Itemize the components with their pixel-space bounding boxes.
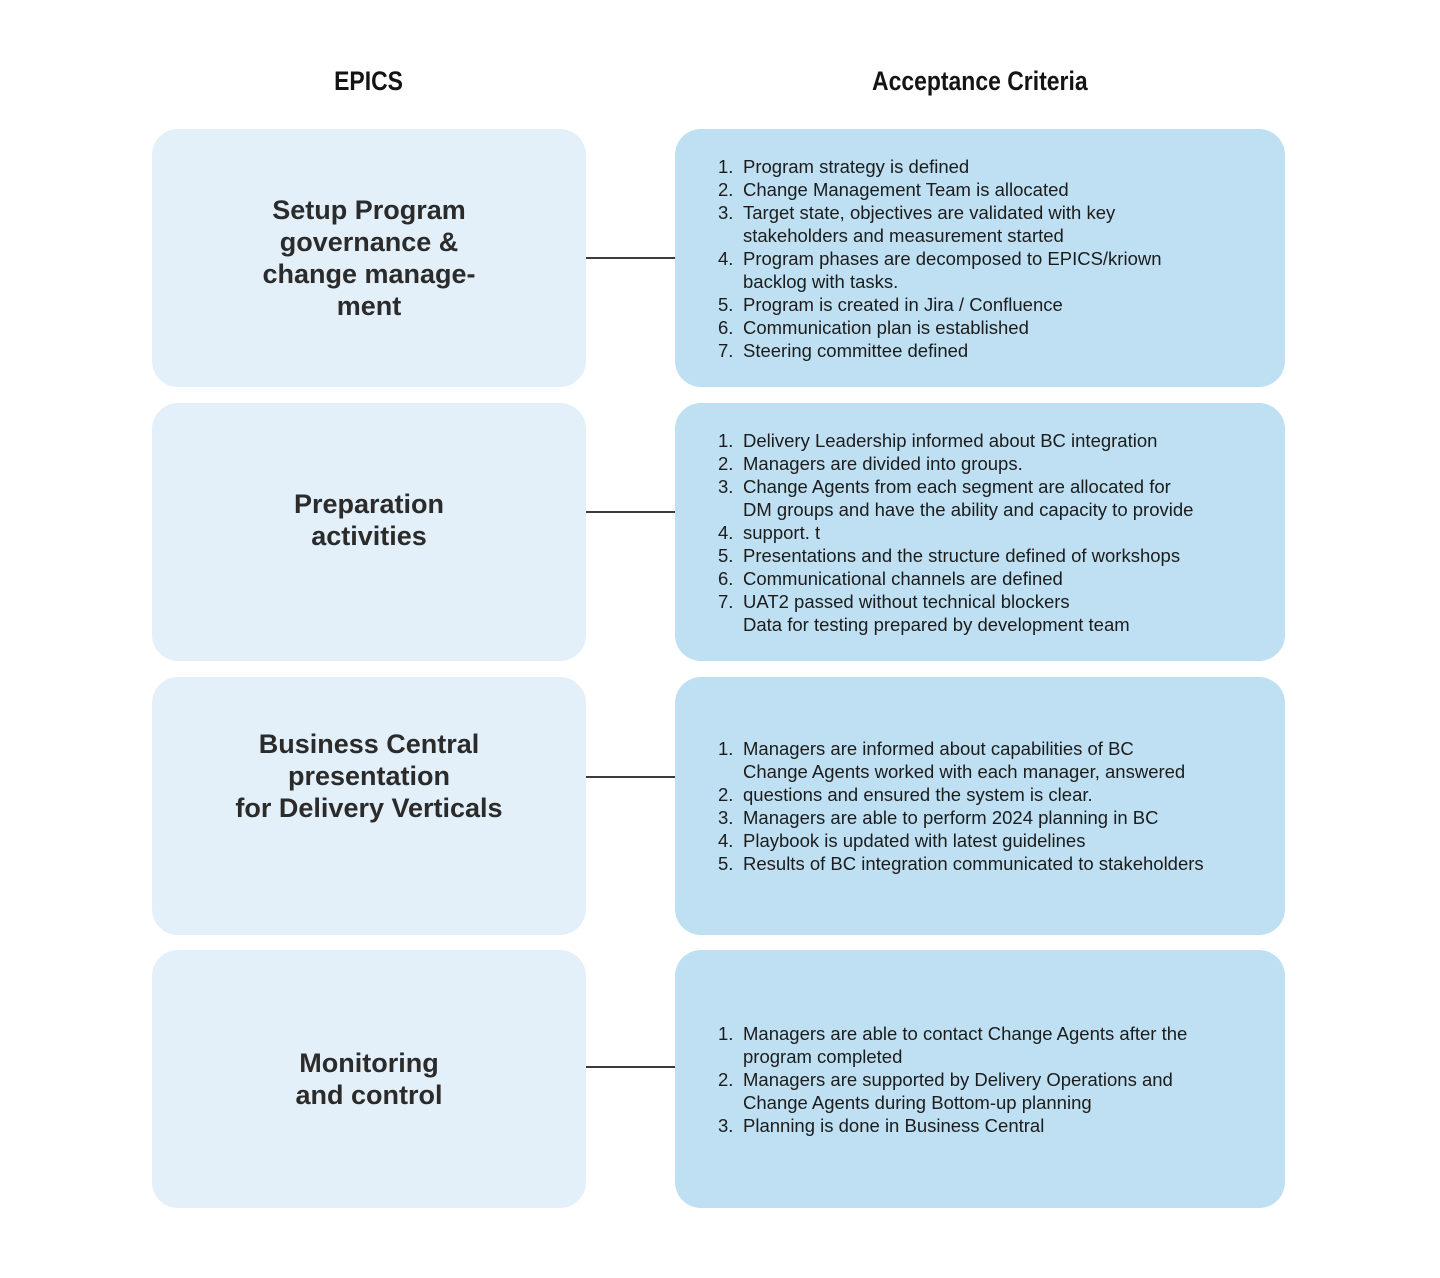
criteria-item-number: 6. [718, 567, 734, 589]
criteria-item-number: 1. [718, 155, 734, 177]
criteria-item-text: Target state, objectives are validated w… [743, 201, 1116, 246]
criteria-item-number: 2. [718, 1068, 734, 1090]
criteria-item-number: 4. [718, 247, 734, 269]
criteria-item-number: 3. [718, 475, 734, 497]
criteria-item-text: Change Agents from each segment are allo… [743, 475, 1194, 520]
criteria-item: 1. Program strategy is defined [718, 155, 1162, 178]
criteria-box: 1. Program strategy is defined 2. Change Ma… [675, 129, 1285, 387]
epic-title: Monitoring and control [295, 1048, 443, 1110]
criteria-item-number: 1. [718, 1022, 734, 1044]
criteria-item-text: Playbook is updated with latest guidelin… [743, 830, 1086, 851]
criteria-item: 3. Managers are able to perform 2024 plan… [718, 806, 1204, 829]
criteria-item-text: Managers are divided into groups. [743, 452, 1023, 474]
criteria-item-number: 5. [718, 853, 734, 874]
criteria-item-number: 2. [718, 178, 734, 200]
acceptance-criteria-column-header: Acceptance Criteria [675, 66, 1285, 97]
acceptance-criteria-column-header-label: Acceptance Criteria [872, 66, 1088, 96]
criteria-item: 1. Managers are able to contact Change Ag… [718, 1022, 1187, 1068]
epic-row-monitoring-and-control: Monitoring and control 1. Managers are ab… [0, 950, 1440, 1208]
criteria-item-text: Delivery Leadership informed about BC in… [743, 429, 1158, 451]
criteria-item-number: 3. [718, 1114, 734, 1136]
criteria-item: 4. Playbook is updated with latest guidel… [718, 829, 1204, 852]
criteria-item-text: Results of BC integration communicated t… [743, 853, 1204, 874]
criteria-item-text: Managers are supported by Delivery Opera… [743, 1068, 1173, 1113]
criteria-item-number: 4. [718, 830, 734, 851]
criteria-item-number: 5. [718, 293, 734, 315]
criteria-item-number: 3. [718, 201, 734, 223]
criteria-box: 1. Managers are able to contact Change Ag… [675, 950, 1285, 1208]
criteria-item-number: 7. [718, 590, 734, 612]
criteria-item-text: Program phases are decomposed to EPICS/k… [743, 247, 1162, 292]
epic-row-preparation-activities: Preparation activities 1. Delivery Leader… [0, 403, 1440, 661]
criteria-item: 4. Program phases are decomposed to EPICS… [718, 247, 1162, 293]
connector-line [586, 511, 675, 513]
criteria-item: 7. Steering committee defined [718, 339, 1162, 362]
criteria-item-text: Managers are informed about capabilities… [743, 738, 1186, 782]
criteria-item: 5. Results of BC integration communicated… [718, 852, 1204, 875]
epic-box: Setup Program governance & change manage… [152, 129, 586, 387]
epic-box: Preparation activities [152, 403, 586, 661]
criteria-item-text: Program is created in Jira / Confluence [743, 293, 1063, 315]
criteria-item: 2. Managers are divided into groups. [718, 452, 1193, 475]
criteria-item-number: 5. [718, 544, 734, 566]
criteria-item: 1. Managers are informed about capabiliti… [718, 737, 1204, 783]
criteria-item-number: 2. [718, 784, 734, 805]
criteria-item: 5. Presentations and the structure define… [718, 544, 1193, 567]
criteria-item: 2. Managers are supported by Delivery Ope… [718, 1068, 1187, 1114]
criteria-item-number: 1. [718, 429, 734, 451]
criteria-item: 4. support. t [718, 521, 1193, 544]
epic-box: Monitoring and control [152, 950, 586, 1208]
criteria-item-number: 6. [718, 316, 734, 338]
criteria-item: 3. Change Agents from each segment are al… [718, 475, 1193, 521]
criteria-item-text: Communication plan is established [743, 316, 1029, 338]
criteria-item-text: UAT2 passed without technical blockers D… [743, 590, 1130, 635]
criteria-item-text: Change Management Team is allocated [743, 178, 1069, 200]
criteria-list: 1. Delivery Leadership informed about BC … [675, 429, 1209, 636]
criteria-item: 6. Communicational channels are defined [718, 567, 1193, 590]
criteria-item-text: Managers are able to perform 2024 planni… [743, 807, 1159, 828]
criteria-item-text: Communicational channels are defined [743, 567, 1063, 589]
criteria-item: 5. Program is created in Jira / Confluenc… [718, 293, 1162, 316]
criteria-item: 3. Target state, objectives are validated… [718, 201, 1162, 247]
epic-title: Setup Program governance & change manage… [262, 195, 476, 321]
criteria-item-text: Planning is done in Business Central [743, 1114, 1045, 1136]
criteria-item: 2. questions and ensured the system is cl… [718, 783, 1204, 806]
criteria-item-number: 2. [718, 452, 734, 474]
criteria-item: 6. Communication plan is established [718, 316, 1162, 339]
criteria-item-number: 1. [718, 738, 734, 759]
criteria-item: 7. UAT2 passed without technical blockers… [718, 590, 1193, 636]
criteria-box: 1. Delivery Leadership informed about BC … [675, 403, 1285, 661]
criteria-list: 1. Managers are able to contact Change Ag… [675, 1022, 1203, 1137]
criteria-item-text: questions and ensured the system is clea… [743, 784, 1093, 805]
criteria-item-text: Steering committee defined [743, 339, 969, 361]
criteria-item: 2. Change Management Team is allocated [718, 178, 1162, 201]
criteria-box: 1. Managers are informed about capabiliti… [675, 677, 1285, 935]
epic-title: Preparation activities [293, 489, 445, 551]
criteria-item-text: Managers are able to contact Change Agen… [743, 1022, 1188, 1067]
connector-line [586, 776, 675, 778]
criteria-item-number: 3. [718, 807, 734, 828]
connector-line [586, 257, 675, 259]
connector-line [586, 1066, 675, 1068]
criteria-item: 1. Delivery Leadership informed about BC … [718, 429, 1193, 452]
epics-column-header-label: EPICS [334, 66, 404, 96]
criteria-list: 1. Managers are informed about capabiliti… [675, 737, 1220, 875]
epic-title: Business Central presentation for Delive… [235, 729, 503, 823]
epics-column-header: EPICS [152, 66, 586, 97]
criteria-item: 3. Planning is done in Business Central [718, 1114, 1187, 1137]
criteria-item-number: 7. [718, 339, 734, 361]
criteria-item-number: 4. [718, 521, 734, 543]
criteria-list: 1. Program strategy is defined 2. Change Ma… [675, 155, 1178, 362]
epic-row-business-central-presentation: Business Central presentation for Delive… [0, 677, 1440, 935]
criteria-item-text: support. t [743, 521, 821, 543]
epic-row-setup-program: Setup Program governance & change manage… [0, 129, 1440, 387]
epic-box: Business Central presentation for Delive… [152, 677, 586, 935]
criteria-item-text: Presentations and the structure defined … [743, 544, 1181, 566]
criteria-item-text: Program strategy is defined [743, 155, 970, 177]
